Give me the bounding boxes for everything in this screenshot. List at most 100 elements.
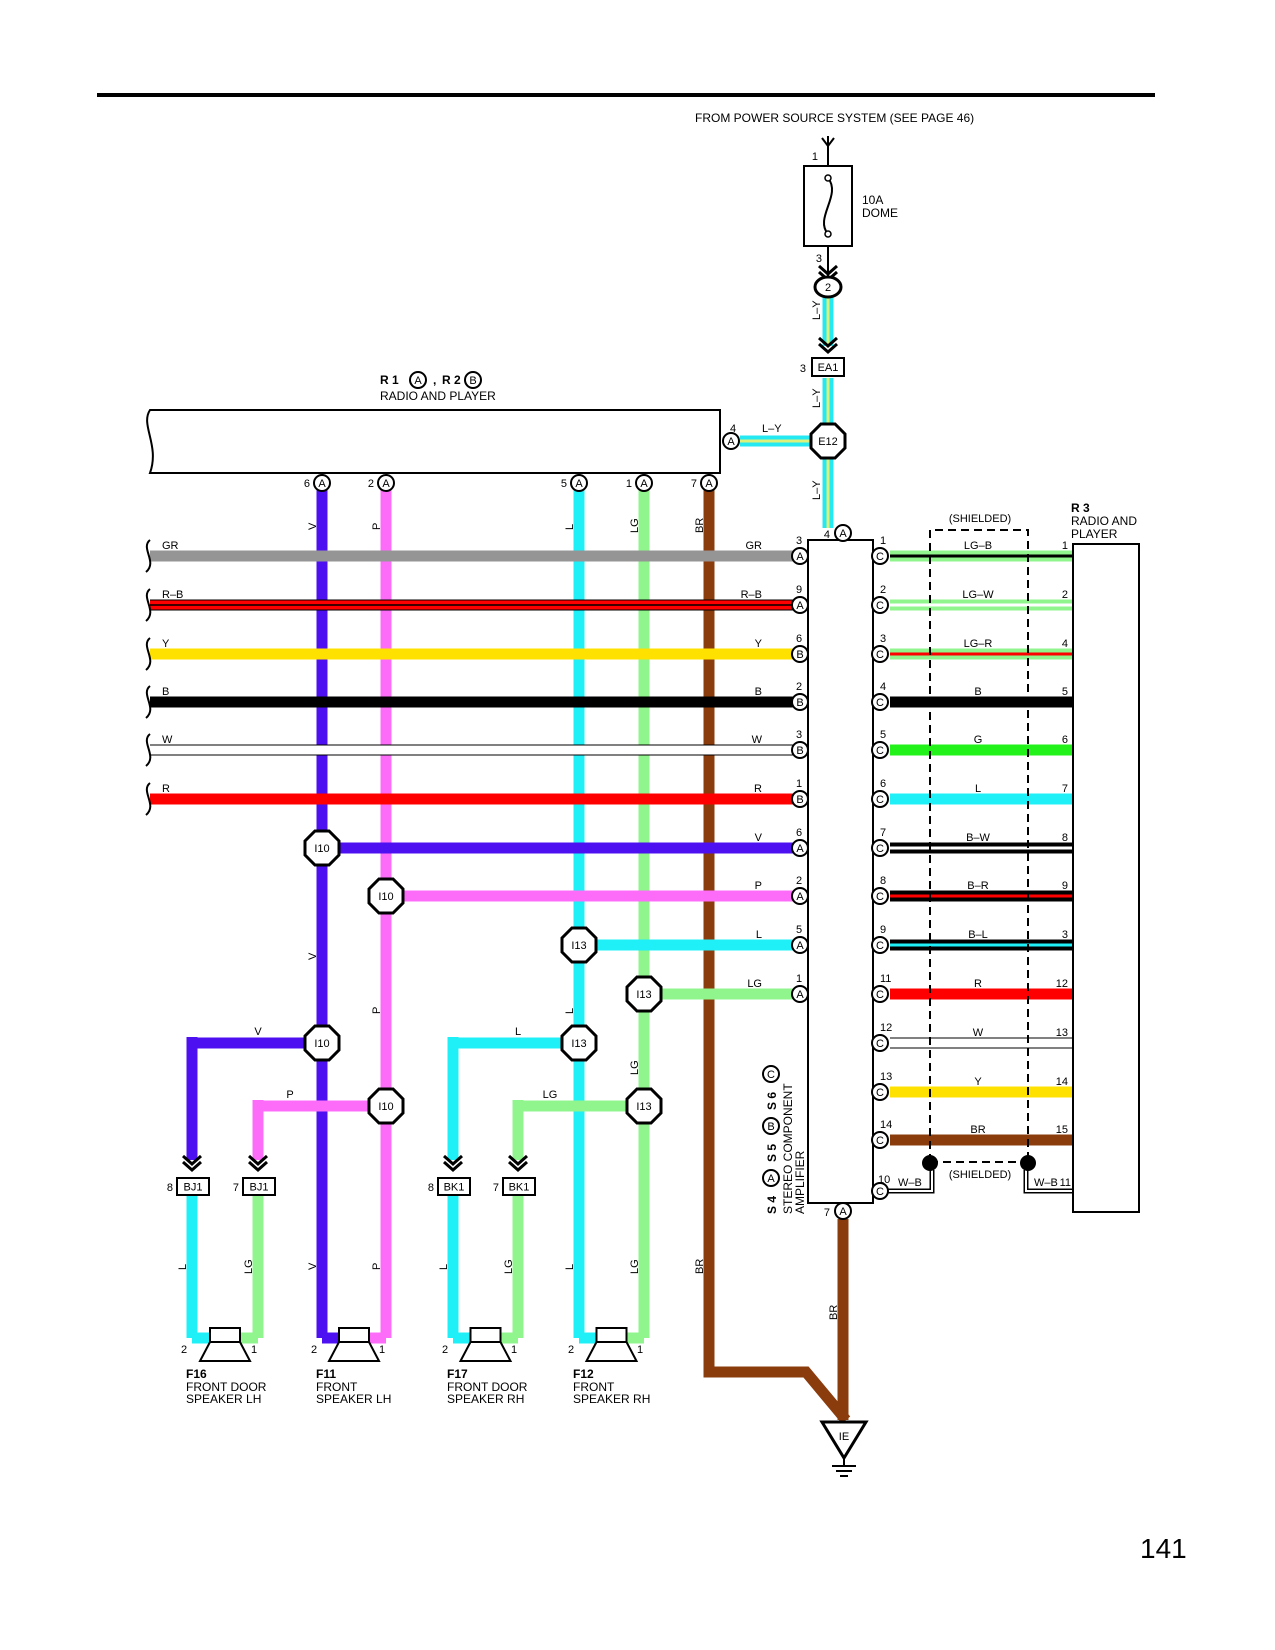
wire-label: W bbox=[973, 1027, 984, 1039]
page-number: 141 bbox=[1140, 1533, 1187, 1564]
speaker-icon bbox=[209, 1327, 241, 1343]
r3-pin: 9 bbox=[1062, 880, 1068, 892]
connector-letter: A bbox=[796, 600, 804, 612]
speaker-icon bbox=[458, 1341, 513, 1362]
chevron-arrow-icon bbox=[818, 336, 838, 349]
amp-pin: 5 bbox=[880, 729, 886, 741]
wire-p-label: P bbox=[371, 523, 383, 530]
wire-label: GR bbox=[746, 540, 763, 552]
speaker-icon bbox=[595, 1327, 628, 1343]
connector-letter: A bbox=[640, 478, 648, 490]
wire-label: LG bbox=[747, 978, 762, 990]
connector-letter: A bbox=[767, 1173, 775, 1185]
shield-ground-dot bbox=[1020, 1155, 1036, 1171]
amp-pin: 9 bbox=[880, 924, 886, 936]
r3-pin: 1 bbox=[1062, 540, 1068, 552]
fuse-terminal bbox=[824, 174, 832, 182]
amp-top-pin-tag bbox=[834, 524, 852, 542]
connector-letter: A bbox=[318, 478, 326, 490]
amp-pin: 2 bbox=[796, 875, 802, 887]
fuse-name: DOME bbox=[862, 206, 898, 220]
speaker-icon bbox=[469, 1327, 502, 1343]
r3-pin: 3 bbox=[1062, 929, 1068, 941]
connector-letter: A bbox=[382, 478, 390, 490]
wire-lg-label: LG bbox=[543, 1089, 558, 1101]
wire-label: W bbox=[752, 734, 763, 746]
amp-c-pin-tag bbox=[871, 693, 889, 711]
connector-letter: A bbox=[727, 436, 735, 448]
amp-pin: 11 bbox=[880, 973, 891, 985]
radio-pin: 1 bbox=[626, 478, 632, 490]
amp-s6-id: S 6 bbox=[765, 1092, 779, 1110]
amp-c-pin-tag bbox=[871, 1034, 889, 1052]
wire-label: B–L bbox=[968, 929, 988, 941]
speaker-id: F17 bbox=[447, 1367, 468, 1381]
speaker-name: FRONT DOOR bbox=[447, 1380, 528, 1394]
radio-r1-id: R 1 bbox=[380, 373, 399, 387]
amp-s5-id: S 5 bbox=[765, 1144, 779, 1162]
wire-label: B bbox=[162, 686, 169, 698]
speaker-terminal: 2 bbox=[568, 1344, 574, 1356]
radio-r1-tag bbox=[409, 371, 427, 389]
amp-pin: 12 bbox=[880, 1022, 892, 1034]
wire-break-icon bbox=[145, 733, 152, 767]
door-connector bbox=[242, 1177, 276, 1196]
wire-p-label: P bbox=[371, 1007, 383, 1014]
wire-label: Y bbox=[162, 638, 170, 650]
wire-break-icon bbox=[145, 539, 152, 573]
wire-p-label: P bbox=[371, 1263, 383, 1270]
amp-name: AMPLIFIER bbox=[793, 1150, 807, 1214]
wire-break-icon bbox=[145, 588, 152, 622]
chevron-arrow-icon bbox=[182, 1160, 202, 1173]
speaker-icon bbox=[198, 1341, 252, 1362]
wire-label: L bbox=[975, 783, 981, 795]
junction-label: I10 bbox=[314, 843, 329, 855]
door-connector-pin: 8 bbox=[428, 1182, 434, 1194]
fuse-pin-label: 1 bbox=[812, 151, 818, 163]
speaker-name: SPEAKER LH bbox=[316, 1392, 391, 1406]
amp-pin: 2 bbox=[796, 681, 802, 693]
amp-pin: 13 bbox=[880, 1071, 892, 1083]
wire-br-label: BR bbox=[694, 518, 706, 533]
connector-letter: A bbox=[796, 551, 804, 563]
r3-pin: 14 bbox=[1056, 1076, 1068, 1088]
wire-wb-label: W–B bbox=[898, 1177, 922, 1189]
wire-label: LG–W bbox=[962, 589, 994, 601]
connector-letter: C bbox=[876, 697, 884, 709]
chevron-arrow-icon bbox=[818, 264, 838, 277]
r3-pin: 6 bbox=[1062, 734, 1068, 746]
junction-label: I13 bbox=[571, 940, 586, 952]
wire-break-icon bbox=[145, 782, 152, 816]
wire-label: P bbox=[755, 880, 762, 892]
fuse-pin-label: 3 bbox=[816, 253, 822, 265]
speaker-icon bbox=[327, 1341, 381, 1362]
wire-wb bbox=[1025, 1170, 1073, 1192]
door-connector-pin: 7 bbox=[233, 1182, 239, 1194]
wire-ly-label: L–Y bbox=[811, 300, 823, 320]
radio-r2-tag bbox=[464, 371, 482, 389]
wire-label: GR bbox=[162, 540, 179, 552]
amp-pin: 7 bbox=[824, 1207, 830, 1219]
amp-c-pin-tag bbox=[871, 741, 889, 759]
wire-label: R bbox=[162, 783, 170, 795]
components-layer bbox=[97, 93, 1155, 1477]
r3-pin: 8 bbox=[1062, 832, 1068, 844]
amp-c-pin-tag bbox=[871, 790, 889, 808]
amp-pin: 3 bbox=[796, 535, 802, 547]
radio-pin: 2 bbox=[368, 478, 374, 490]
wire-break-icon bbox=[145, 685, 152, 719]
amp-c-pin-tag bbox=[871, 936, 889, 954]
chevron-arrow-icon bbox=[443, 1154, 463, 1167]
amp-c-pin-tag bbox=[871, 985, 889, 1003]
radio-r2-id: R 2 bbox=[442, 373, 461, 387]
amp-c-pin-tag bbox=[871, 1131, 889, 1149]
amp-pin: 1 bbox=[796, 778, 802, 790]
wire-label: LG–R bbox=[964, 638, 993, 650]
shielded-label: (SHIELDED) bbox=[949, 1169, 1011, 1181]
connector-letter: C bbox=[876, 1186, 884, 1198]
speaker-terminal: 1 bbox=[637, 1344, 643, 1356]
wire-label: V bbox=[755, 832, 763, 844]
speaker-terminal: 1 bbox=[251, 1344, 257, 1356]
junction-label: I13 bbox=[636, 989, 651, 1001]
junction-label: I10 bbox=[314, 1038, 329, 1050]
